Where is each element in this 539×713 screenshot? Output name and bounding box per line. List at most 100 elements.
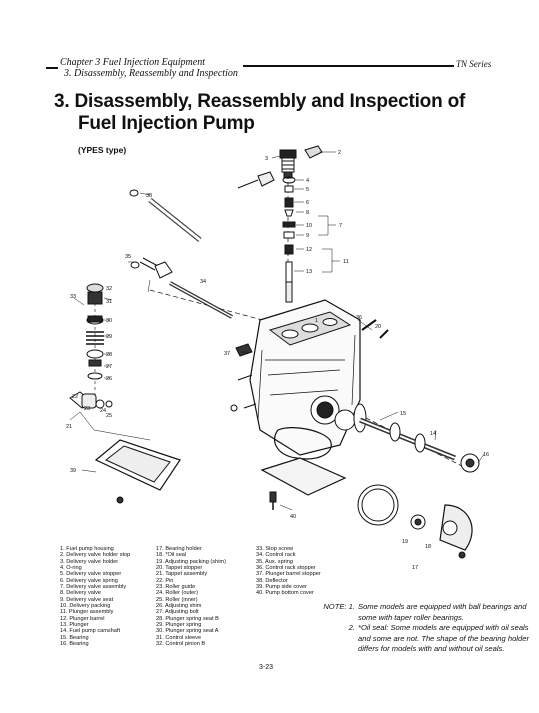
callout-3: 3 [265,156,268,162]
legend-item: 2. Delivery valve holder stop [60,552,131,559]
legend-item: 15. Bearing [60,634,89,641]
legend-item: 34. Control rack [256,552,296,559]
callout-27: 27 [106,364,112,370]
callout-numbers: 3 2 4 5 6 8 10 7 9 12 11 13 38 35 34 32 … [66,150,489,571]
callout-10: 10 [306,223,312,229]
note-2-text: *Oil seal: Some models are equipped with… [358,623,529,653]
legend-item: 21. Tappet assembly [156,571,208,578]
title-line-1: 3. Disassembly, Reassembly and Inspectio… [54,91,466,112]
diagram-subtitle: (YPES type) [78,145,127,155]
legend-item: 20. Tappet stopper [156,565,203,572]
notes-block: NOTE: 1. Some models are equipped with b… [314,602,532,655]
callout-13: 13 [306,269,312,275]
legend-item: 22. Pin [156,577,174,584]
delivery-valve-holder-part [279,149,297,179]
callout-28: 28 [106,352,112,358]
callout-20: 20 [375,324,381,330]
callout-19: 19 [402,539,408,545]
callout-26: 26 [106,376,112,382]
legend-item: 5. Delivery valve stopper [60,571,122,578]
legend-item: 23. Roller guide [156,584,196,591]
callout-39: 39 [70,468,76,474]
callout-34: 34 [200,279,206,285]
legend-item: 10. Delivery packing [60,603,111,610]
note-1-text: Some models are equipped with ball beari… [358,602,527,622]
legend-item: 32. Control pinion B [156,641,206,648]
legend-item: 13. Plunger [60,622,89,629]
header-dash [46,67,58,69]
callout-14: 14 [430,431,436,437]
legend-item: 12. Plunger barrel [60,615,105,622]
legend-item: 36. Control rack stopper [256,565,316,572]
callout-2: 2 [338,150,341,156]
legend-item: 11. Plunger assembly [60,609,114,616]
header-rule [243,65,454,67]
callout-29: 29 [106,334,112,340]
legend-item: 3. Delivery valve holder [60,558,119,565]
legend-item: 31. Control sleeve [156,634,202,641]
callout-12: 12 [306,247,312,253]
callout-22: 22 [72,394,78,400]
callout-9: 9 [306,233,309,239]
callout-15: 15 [400,411,406,417]
legend-item: 18. *Oil seal [156,552,187,559]
callout-31: 31 [106,299,112,305]
callout-11: 11 [343,259,349,265]
callout-16: 16 [483,452,489,458]
legend-item: 27. Adjusting bolt [156,609,199,616]
legend-item: 16. Bearing [60,641,89,648]
legend-item: 30. Plunger spring seat A [156,628,219,635]
legend-item: 25. Roller (inner) [156,596,198,603]
legend-item: 38. Deflector [256,577,288,584]
legend-item: 19. Adjusting packing (shim) [156,558,226,565]
note-1: NOTE: 1. Some models are equipped with b… [314,602,532,623]
legend-item: 4. O-ring [60,565,82,572]
parts-legend-column-1: 1. Fuel pump housing 2. Delivery valve h… [60,546,130,648]
callout-36: 36 [356,315,362,321]
page-title: 3. Disassembly, Reassembly and Inspectio… [54,91,465,135]
callout-35: 35 [125,254,131,260]
callout-32: 32 [106,286,112,292]
callout-23: 23 [84,406,90,412]
callout-4: 4 [306,178,309,184]
series-label: TN Series [456,59,492,69]
title-line-2: Fuel Injection Pump [78,113,255,134]
legend-item: 14. Fuel pump camshaft [60,628,121,635]
legend-item: 35. Aux. spring [256,558,294,565]
callout-38: 38 [146,193,152,199]
callout-17: 17 [412,565,418,571]
callout-21: 21 [66,424,72,430]
page-number: 3-23 [259,664,274,671]
callout-33: 33 [70,294,76,300]
legend-item: 39. Pump side cover [256,584,307,591]
legend-item: 17. Bearing holder [156,546,202,552]
callout-5: 5 [306,187,309,193]
callout-40: 40 [290,514,296,520]
note-2-number: 2. [348,623,355,632]
callout-30: 30 [106,318,112,324]
legend-item: 24. Roller (outer) [156,590,198,597]
plunger-spring-stack [86,283,104,380]
section-heading: 3. Disassembly, Reassembly and Inspectio… [64,68,238,79]
parts-legend-column-3: 33. Stop screw 34. Control rack 35. Aux.… [256,546,321,597]
legend-item: 40. Pump bottom cover [256,590,314,597]
note-1-number: 1. [348,602,355,611]
note-prefix: NOTE: [323,602,347,611]
legend-item: 9. Delivery valve seat [60,596,114,603]
legend-item: 29. Plunger spring [156,622,202,629]
parts-legend-column-2: 17. Bearing holder 18. *Oil seal 19. Adj… [156,546,226,648]
callout-25: 25 [106,413,112,419]
legend-item: 26. Adjusting shim [156,603,202,610]
legend-item: 37. Plunger barrel stopper [256,571,321,578]
callout-24: 24 [100,408,106,414]
legend-item: 33. Stop screw [256,546,293,552]
callout-7: 7 [339,223,342,229]
chapter-heading: Chapter 3 Fuel Injection Equipment [60,57,205,68]
callout-8: 8 [306,210,309,216]
callout-1: 1 [315,318,318,324]
note-1-label: NOTE: 1. [314,602,358,623]
legend-item: 6. Delivery valve spring [60,577,118,584]
callout-18: 18 [425,544,431,550]
legend-item: 28. Plunger spring seat B [156,615,219,622]
